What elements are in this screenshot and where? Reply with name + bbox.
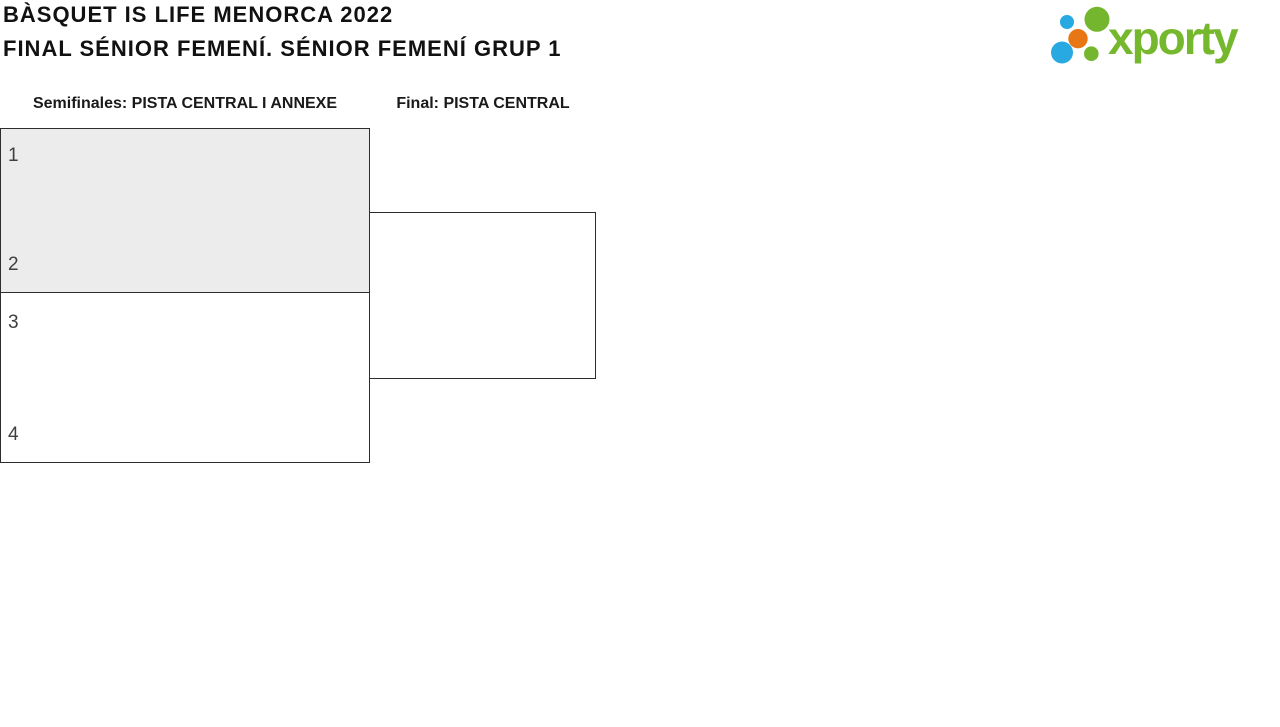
seed-label: 3 [8, 312, 19, 333]
round-header-semifinals: Semifinales: PISTA CENTRAL I ANNEXE [32, 95, 338, 112]
xporty-circles-icon [1051, 6, 1110, 64]
match-box-final[interactable] [369, 212, 596, 379]
tournament-name: BÀSQUET IS LIFE MENORCA 2022 [3, 2, 394, 27]
xporty-logo[interactable]: xporty [1048, 0, 1278, 72]
seed-label: 1 [8, 145, 19, 166]
competition-name: FINAL SÉNIOR FEMENÍ. SÉNIOR FEMENÍ GRUP … [3, 36, 562, 61]
round-header-final: Final: PISTA CENTRAL [396, 95, 570, 112]
match-box-semifinal-1[interactable]: 1 2 [0, 128, 370, 293]
match-box-semifinal-2[interactable]: 3 4 [0, 292, 370, 463]
seed-label: 4 [8, 424, 19, 445]
seed-label: 2 [8, 254, 19, 275]
xporty-logo-text: xporty [1108, 12, 1239, 64]
page-title: BÀSQUET IS LIFE MENORCA 2022 FINAL SÉNIO… [3, 0, 561, 66]
